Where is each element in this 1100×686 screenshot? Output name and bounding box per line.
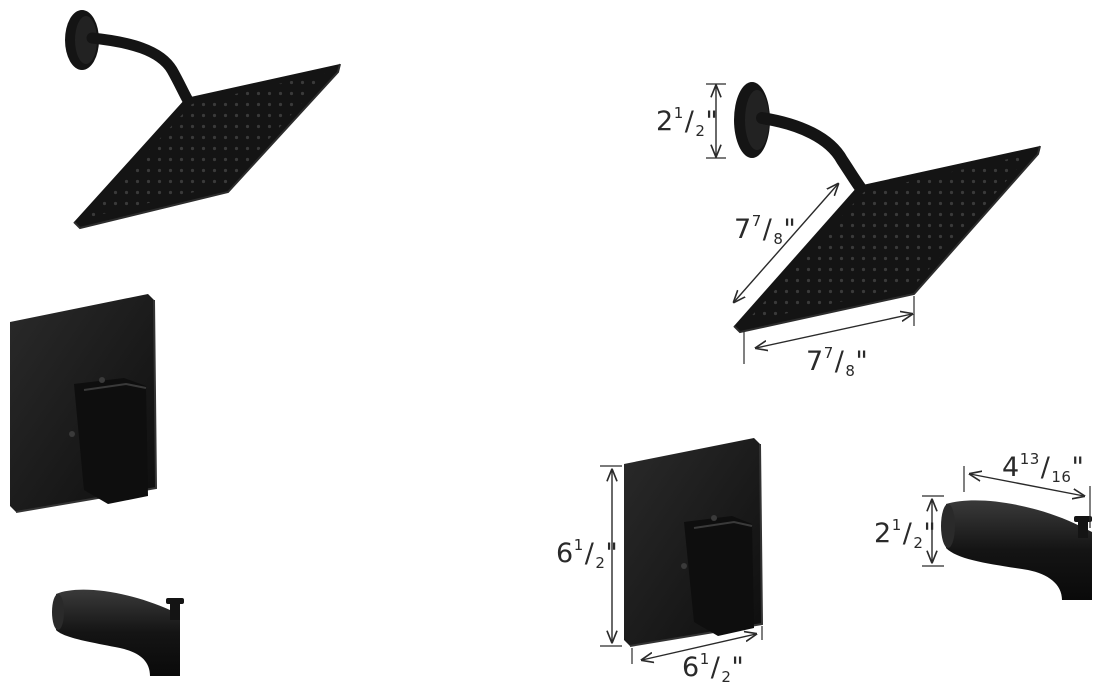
trim-handle — [74, 378, 148, 504]
plate-height-label: 61/2" — [556, 536, 619, 572]
spout-height-label: 21/2" — [874, 516, 937, 552]
valve-trim-right — [624, 438, 764, 647]
tub-spout-left — [52, 589, 184, 676]
diverter-knob — [1078, 520, 1088, 538]
shower-head-left — [65, 10, 341, 230]
arm-height-label: 21/2" — [656, 104, 719, 140]
dimension-lines-trim — [600, 465, 763, 664]
tub-spout-right — [941, 500, 1092, 600]
diverter-knob — [170, 602, 180, 620]
shower-arm — [756, 112, 868, 196]
plate-width-label: 61/2" — [682, 650, 745, 686]
valve-trim-left — [10, 294, 158, 513]
spout-body — [56, 589, 180, 676]
dimension-lines-spout — [922, 466, 1091, 567]
spout-length-label: 413/16" — [1002, 450, 1085, 486]
head-width-line — [756, 314, 912, 348]
dimension-lines-head — [706, 83, 915, 364]
head-width-label: 77/8" — [806, 344, 869, 380]
spout-length-line — [970, 474, 1084, 496]
plate-width-line — [642, 634, 756, 660]
spout-body — [946, 500, 1092, 600]
shower-arm — [86, 32, 196, 110]
trim-handle — [684, 516, 754, 636]
shower-head-right — [733, 82, 1041, 334]
head-depth-line — [734, 184, 838, 302]
head-depth-label: 77/8" — [734, 212, 797, 248]
